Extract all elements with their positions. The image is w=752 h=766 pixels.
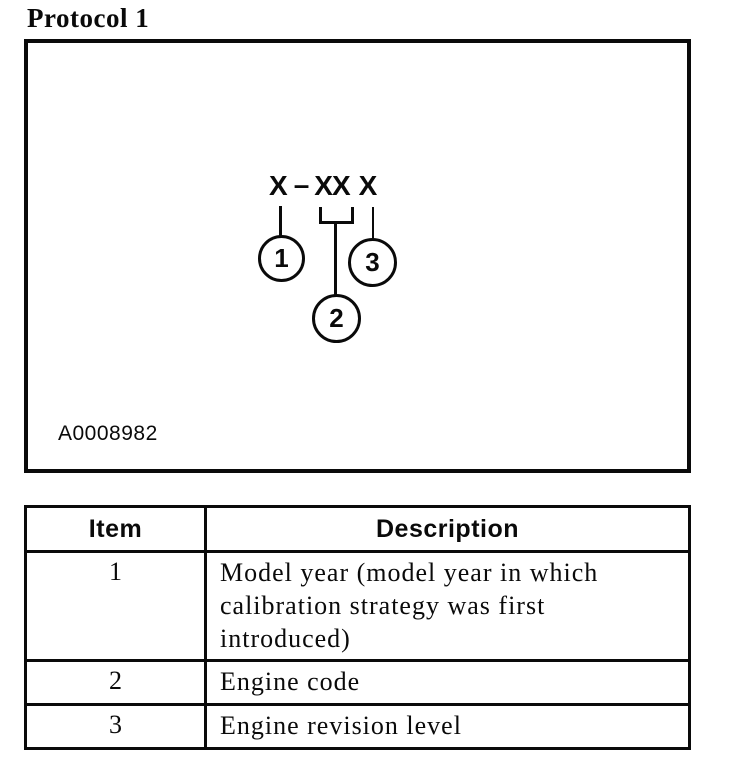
page-title: Protocol 1 [27,3,150,33]
table-row: 3 Engine revision level [24,703,691,750]
bracket-right-line [351,207,354,224]
callout-circle-2: 2 [312,294,361,343]
code-char-model-year: X [269,170,288,201]
item-number-cell: 3 [24,703,207,750]
column-header-description: Description [204,505,691,553]
table-header-row: Item Description [24,505,691,553]
callout-number-2: 2 [329,303,344,333]
callout-number-1: 1 [274,243,289,273]
description-cell: Engine code [204,659,691,706]
leader-line-2 [334,221,337,298]
item-number-cell: 1 [24,550,207,662]
description-line: calibration strategy was first [220,591,546,620]
callout-circle-3: 3 [348,238,397,287]
table-row: 2 Engine code [24,659,691,706]
description-line: Engine revision level [220,711,462,740]
item-number-cell: 2 [24,659,207,706]
code-chars-engine: XX [314,170,350,201]
calibration-code: X – XX X [269,171,377,201]
description-line: Model year (model year in which [220,558,599,587]
table-row: 1 Model year (model year in which calibr… [24,550,691,662]
code-char-revision: X [358,170,378,201]
description-cell: Model year (model year in which calibrat… [204,550,691,662]
callout-circle-1: 1 [258,235,305,282]
column-header-item: Item [24,505,207,553]
figure-reference-code: A0008982 [58,422,158,445]
description-line: introduced) [220,624,351,653]
item-description-table: Item Description 1 Model year (model yea… [24,505,691,750]
bracket-left-line [319,207,322,224]
figure-frame: X – XX X 1 2 3 A0008982 [24,39,691,473]
leader-line-3 [372,207,374,240]
callout-number-3: 3 [365,247,380,277]
leader-line-1 [279,206,282,236]
description-cell: Engine revision level [204,703,691,750]
code-dash: – [293,169,310,200]
description-line: Engine code [220,667,361,696]
